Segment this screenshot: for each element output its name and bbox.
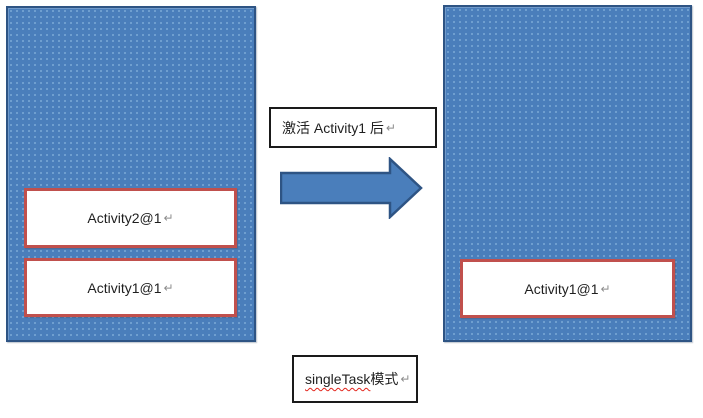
paragraph-return-mark: ↵ <box>163 280 174 295</box>
caption-box: singleTask 模式↵ <box>292 355 418 403</box>
task-stack-before: Activity2@1↵ Activity1@1↵ <box>6 6 256 342</box>
activity-label: Activity1@1 <box>524 280 599 297</box>
paragraph-return-mark: ↵ <box>385 120 396 135</box>
caption-rest-text: 模式 <box>370 371 399 387</box>
caption-misspelled-word: singleTask <box>305 371 371 387</box>
activity-box-activity1-after: Activity1@1↵ <box>460 259 675 318</box>
activity-label: Activity2@1 <box>87 210 162 226</box>
right-block-arrow-icon <box>280 157 423 219</box>
activity-box-activity1-before: Activity1@1↵ <box>24 258 237 317</box>
activity-label: Activity1@1 <box>87 279 162 296</box>
transition-label-text: 激活 Activity1 后 <box>282 119 384 136</box>
paragraph-return-mark: ↵ <box>400 372 411 386</box>
paragraph-return-mark: ↵ <box>163 211 174 225</box>
activity-box-activity2: Activity2@1↵ <box>24 188 237 248</box>
transition-label-box: 激活 Activity1 后↵ <box>269 107 437 148</box>
task-stack-after: Activity1@1↵ <box>443 5 692 342</box>
paragraph-return-mark: ↵ <box>600 281 611 296</box>
